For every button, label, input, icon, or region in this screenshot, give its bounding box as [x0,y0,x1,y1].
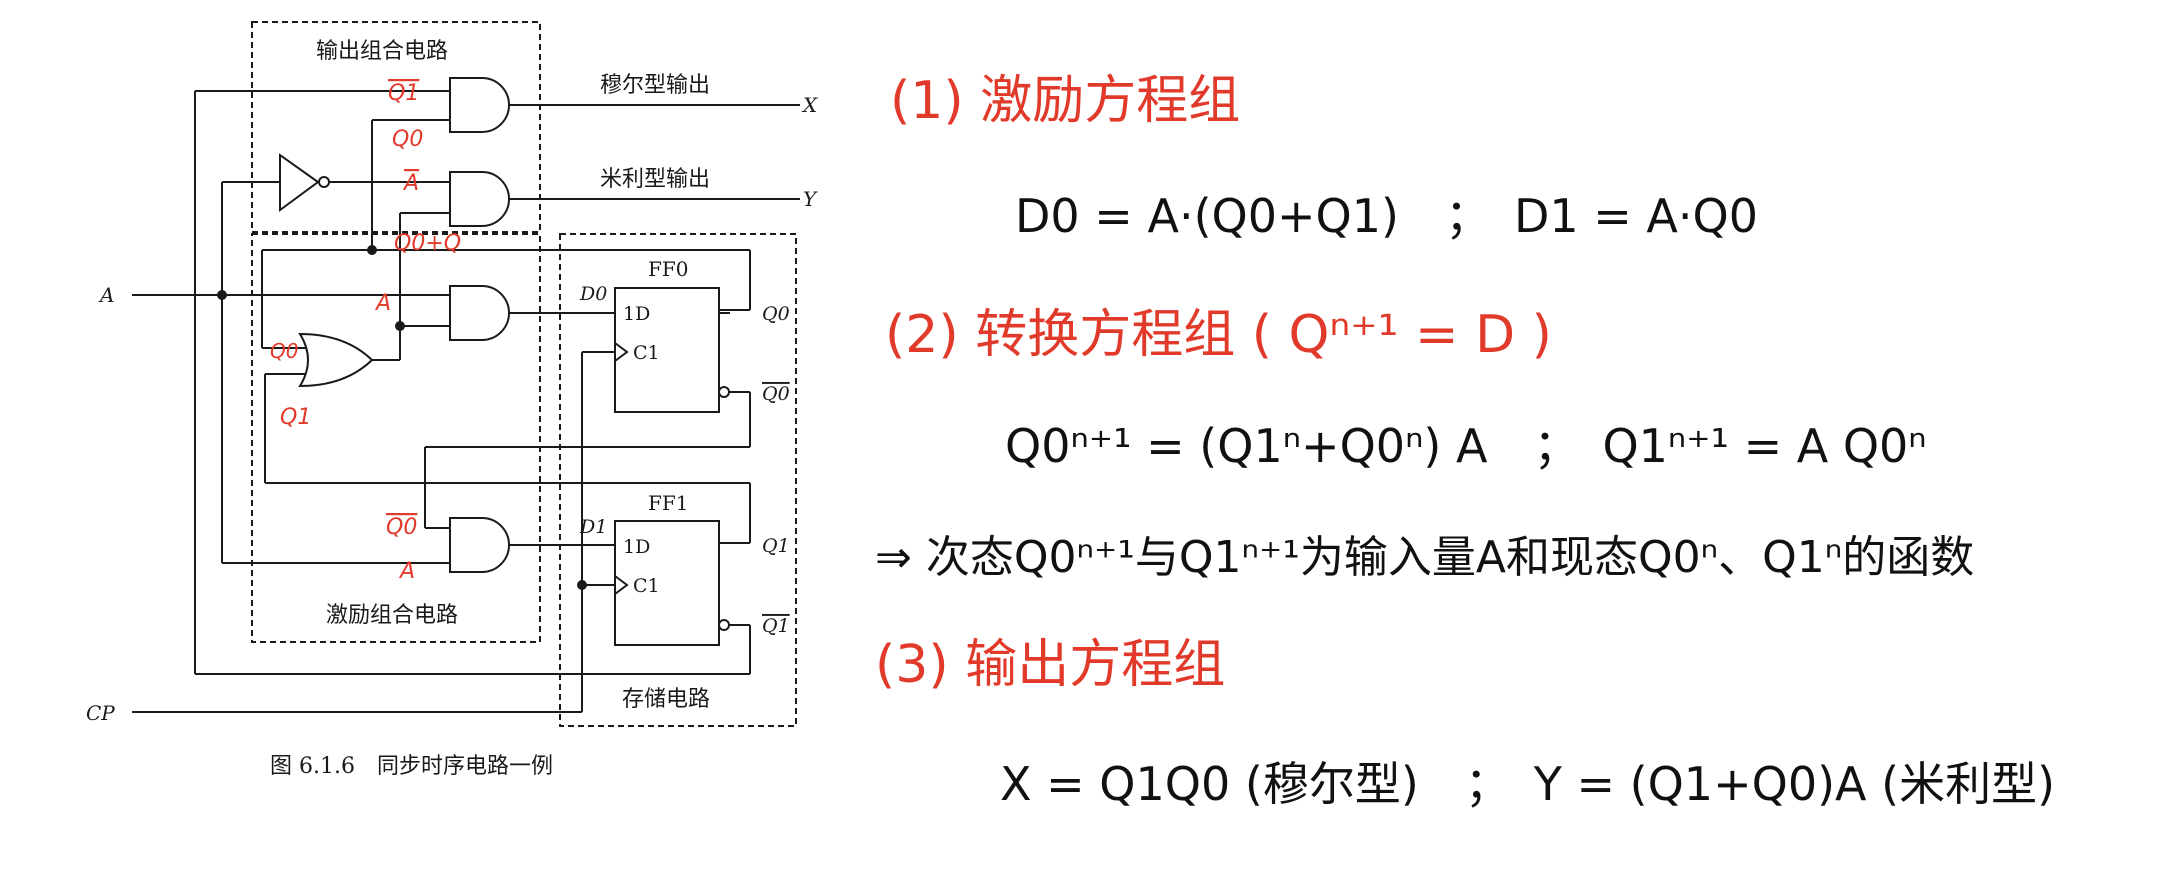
label-q0-bar: Q0 [762,383,790,405]
label-d1: D1 [579,516,607,538]
not-gate-bubble [318,176,330,188]
circuit-diagram [132,21,800,727]
label-d0: D0 [579,283,607,305]
annot-q0-plus-q1: Q0+Q [394,231,461,256]
label-input-a: A [98,283,114,307]
or-gate [298,332,374,388]
label-cp: CP [86,701,115,725]
note-heading-excitation: (1) 激励方程组 [890,71,1240,131]
label-ff0-1d: 1D [623,303,650,325]
label-out-x: X [801,93,818,117]
label-ff0-c1: C1 [633,342,660,364]
note-heading-transition: (2) 转换方程组 ( Qⁿ⁺¹ = D ) [885,305,1552,365]
annot-and4-a: A [398,559,415,584]
label-ff1: FF1 [648,491,688,515]
annot-a: A [374,291,391,316]
ff0-qbar-bubble [718,386,730,398]
label-out-y: Y [803,187,818,211]
annot-a-bar: A [402,171,419,196]
excitation-logic-box [251,233,541,643]
figure-caption: 图 6.1.6 同步时序电路一例 [270,754,553,779]
and-gate-d0 [449,285,510,341]
label-memory: 存储电路 [622,687,710,712]
label-mealy-output: 米利型输出 [600,167,710,192]
flip-flop-ff0 [614,287,720,413]
note-conclusion: ⇒ 次态Q0ⁿ⁺¹与Q1ⁿ⁺¹为输入量A和现态Q0ⁿ、Q1ⁿ的函数 [875,532,1974,583]
note-output-equations: X = Q1Q0 (穆尔型) ； Y = (Q1+Q0)A (米利型) [1000,757,2055,811]
label-q1-bar: Q1 [762,615,790,637]
note-heading-output: (3) 输出方程组 [875,635,1225,695]
ff1-qbar-bubble [718,619,730,631]
label-excitation-logic: 激励组合电路 [326,603,458,628]
circuit-labels: 输出组合电路 穆尔型输出 米利型输出 X Y A CP FF0 FF1 D0 D… [86,39,818,779]
annot-or-q1: Q1 [280,405,311,430]
annot-or-q0: Q0 [270,339,298,363]
circuit-annotations: Q1 Q0 A Q0+Q A Q0 Q1 Q0 A [270,81,461,584]
note-transition-equations: Q0ⁿ⁺¹ = (Q1ⁿ+Q0ⁿ) A ； Q1ⁿ⁺¹ = A Q0ⁿ [1005,419,1927,473]
label-q0: Q0 [762,303,790,325]
flip-flop-ff1 [614,520,720,646]
label-moore-output: 穆尔型输出 [600,73,710,98]
label-ff1-c1: C1 [633,575,660,597]
handwritten-notes: (1) 激励方程组 D0 = A·(Q0+Q1) ； D1 = A·Q0 (2)… [875,71,2055,811]
not-gate [279,153,320,212]
annot-and4-q0-bar: Q0 [386,515,417,540]
ff0-clock-marker [614,342,629,362]
output-logic-box [251,21,541,233]
ff1-clock-marker [614,575,629,595]
memory-box [559,233,797,727]
annot-q1-bar: Q1 [388,81,419,106]
label-ff0: FF0 [648,257,688,281]
label-q1: Q1 [762,535,790,557]
label-ff1-1d: 1D [623,536,650,558]
and-gate-y [449,171,510,227]
annot-q0: Q0 [392,127,423,152]
label-output-logic: 输出组合电路 [316,39,448,64]
and-gate-d1 [449,517,510,573]
note-excitation-equations: D0 = A·(Q0+Q1) ； D1 = A·Q0 [1015,189,1758,243]
and-gate-x [449,77,510,133]
